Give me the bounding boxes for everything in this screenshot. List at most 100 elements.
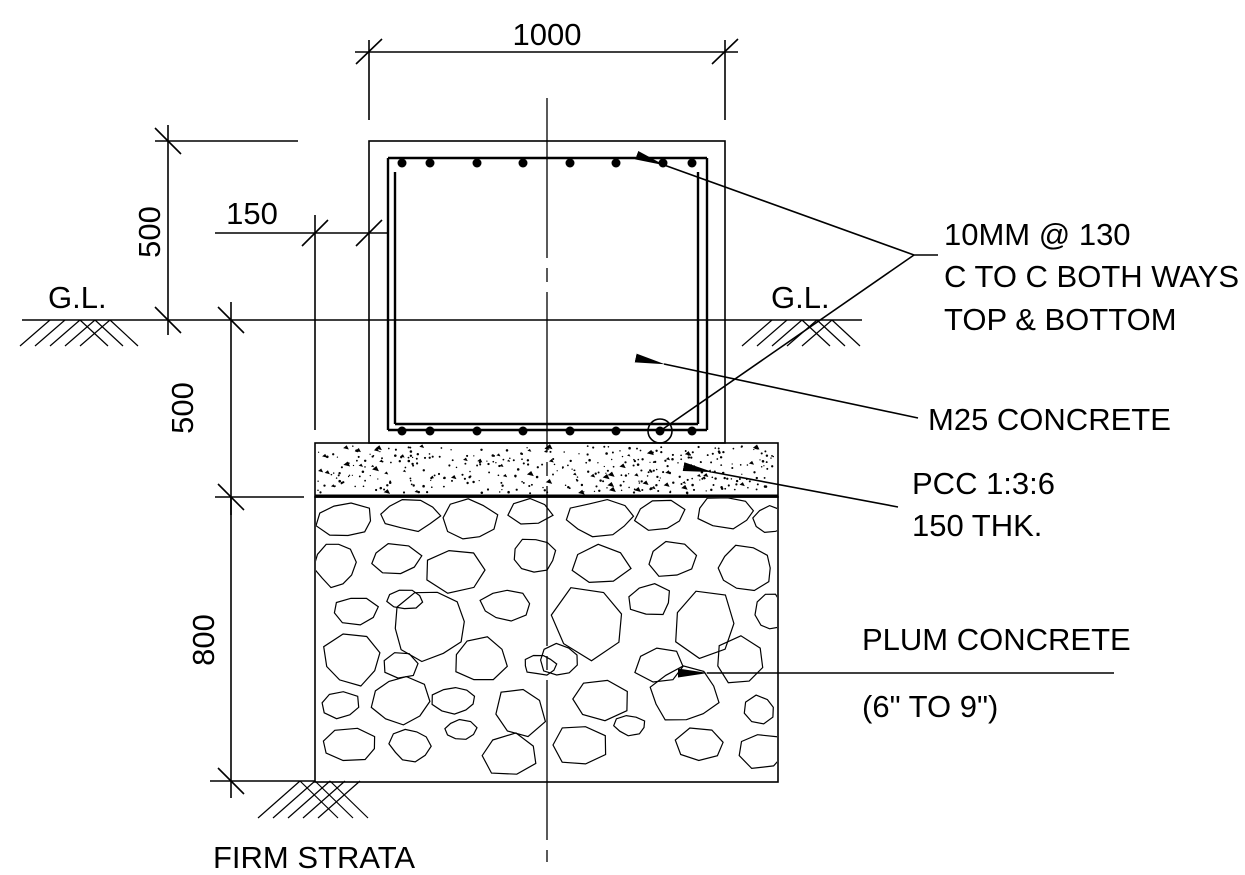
- pcc-speck: [363, 459, 367, 463]
- pcc-speck: [491, 454, 495, 457]
- pcc-speck: [735, 483, 738, 486]
- pcc-speck: [610, 483, 612, 485]
- pcc-speck: [379, 486, 383, 490]
- pcc-speck: [448, 464, 451, 467]
- pcc-speck: [498, 491, 501, 493]
- rubble-stone: [539, 642, 578, 676]
- pcc-speck: [543, 489, 546, 492]
- pcc-speck: [732, 447, 735, 450]
- pcc-speck: [730, 478, 733, 480]
- pcc-speck: [527, 448, 532, 452]
- pcc-speck: [322, 453, 328, 458]
- pcc-speck: [381, 457, 383, 460]
- pcc-speck: [700, 470, 704, 474]
- pcc-speck: [638, 480, 640, 482]
- rebar-dot: [687, 158, 697, 168]
- pcc-speck: [636, 447, 638, 450]
- pcc-speck: [703, 473, 709, 478]
- pcc-speck: [379, 459, 384, 463]
- pcc-speck: [637, 458, 640, 461]
- pcc-speck: [634, 473, 639, 477]
- pcc-speck: [654, 460, 657, 464]
- pcc-speck: [646, 449, 654, 456]
- pcc-speck: [740, 446, 743, 448]
- pcc-speck: [738, 478, 741, 480]
- pcc-speck: [760, 466, 763, 468]
- pcc-speck: [701, 477, 704, 480]
- pcc-speck: [411, 462, 414, 466]
- pcc-speck: [686, 492, 689, 495]
- pcc-speck: [362, 485, 365, 488]
- pcc-speck: [548, 458, 554, 463]
- pcc-speck: [739, 482, 745, 487]
- pcc-speck: [521, 480, 523, 483]
- pcc-speck: [522, 481, 525, 484]
- pcc-speck: [455, 466, 458, 469]
- pcc-speck: [505, 449, 509, 452]
- pcc-speck: [655, 449, 658, 452]
- rebar-note-line2: C TO C BOTH WAYS: [944, 259, 1239, 294]
- pcc-speck: [469, 470, 471, 473]
- pcc-speck: [622, 480, 625, 483]
- pcc-speck: [578, 489, 585, 495]
- pcc-speck: [426, 491, 429, 494]
- rubble-stone: [648, 540, 698, 577]
- pcc-speck: [383, 488, 386, 491]
- pcc-speck: [545, 478, 553, 484]
- pcc-speck: [317, 480, 319, 482]
- strata-hatch: [257, 780, 369, 819]
- pcc-speck: [377, 478, 379, 480]
- pcc-speck: [576, 476, 579, 478]
- rubble-stone: [612, 714, 646, 737]
- pcc-speck: [680, 454, 682, 457]
- pcc-speck: [620, 489, 623, 492]
- pcc-speck: [640, 480, 643, 483]
- rubble-stone: [388, 728, 432, 763]
- pcc-speck: [682, 481, 686, 484]
- rubble-stone: [524, 654, 558, 676]
- pcc-speck: [735, 479, 739, 483]
- pcc-speck: [356, 459, 358, 462]
- rebar-note-line1: 10MM @ 130: [944, 217, 1131, 252]
- pcc-speck: [687, 456, 690, 459]
- pcc-speck: [680, 458, 683, 461]
- pcc-speck: [416, 452, 420, 456]
- pcc-speck: [352, 464, 355, 467]
- pcc-speck: [501, 484, 504, 487]
- rubble-stone: [442, 498, 499, 540]
- rubble-stone: [565, 498, 635, 538]
- pcc-label-line1: PCC 1:3:6: [912, 466, 1055, 501]
- pcc-speck: [598, 489, 601, 493]
- pcc-speck: [464, 462, 467, 465]
- pcc-speck: [607, 471, 615, 477]
- pcc-speck: [690, 456, 693, 459]
- pcc-speck: [684, 450, 687, 452]
- pcc-speck: [606, 487, 608, 489]
- pcc-speck: [571, 468, 573, 470]
- pcc-speck: [687, 453, 690, 456]
- pcc-speck: [536, 466, 539, 469]
- pcc-speck: [619, 463, 626, 469]
- pcc-speck: [404, 466, 407, 469]
- pcc-speck: [451, 459, 454, 462]
- pcc-speck: [542, 486, 544, 489]
- pcc-speck: [771, 465, 774, 468]
- pcc-speck: [375, 448, 378, 451]
- pcc-speck: [526, 459, 529, 462]
- pcc-speck: [764, 450, 767, 453]
- pcc-speck: [665, 457, 671, 461]
- pcc-speck: [748, 460, 755, 465]
- pcc-speck: [556, 470, 558, 472]
- pcc-speck: [407, 459, 411, 463]
- pcc-speck: [343, 461, 351, 467]
- pcc-speck: [731, 463, 733, 465]
- pcc-speck: [678, 475, 681, 478]
- pcc-speck: [332, 472, 335, 474]
- pcc-speck: [746, 464, 749, 466]
- rubble-stone: [550, 587, 623, 662]
- pcc-speck: [611, 451, 614, 454]
- pcc-speck: [409, 454, 413, 457]
- pcc-speck: [515, 488, 518, 491]
- pcc-speck: [522, 462, 525, 465]
- pcc-speck: [374, 488, 378, 492]
